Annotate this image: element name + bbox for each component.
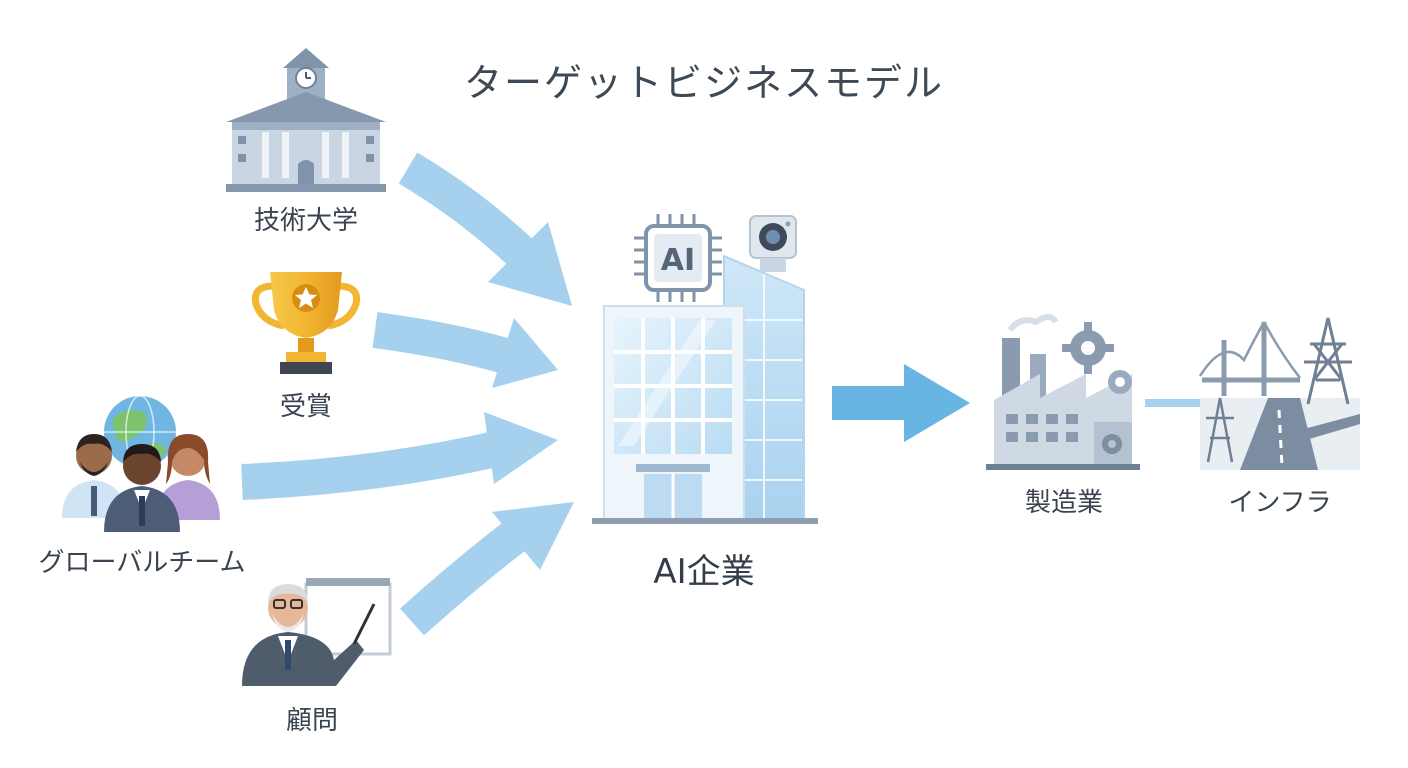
university-building-icon [226, 48, 386, 192]
arrow-team-to-company [241, 412, 558, 500]
arrow-university-to-company [398, 152, 572, 306]
infrastructure-icon [1198, 317, 1360, 470]
arrow-award-to-company [372, 312, 558, 388]
arrow-advisor-to-company [399, 502, 574, 636]
factory-icon [986, 314, 1140, 470]
award-label: 受賞 [279, 392, 333, 422]
global-team-label: グローバルチーム [38, 548, 246, 578]
ai-company-building-icon: AI [592, 214, 818, 524]
trophy-icon [251, 272, 361, 374]
ai-chip-icon: AI [634, 214, 722, 302]
manufacturing-label: 製造業 [1024, 488, 1104, 518]
global-team-icon [62, 395, 220, 532]
advisor-label: 顧問 [285, 706, 339, 736]
ai-company-label: AI企業 [653, 552, 755, 592]
camera-icon [749, 215, 797, 272]
infrastructure-label: インフラ [1228, 488, 1332, 518]
svg-text:AI: AI [661, 243, 695, 278]
arrow-company-to-industry [832, 364, 970, 442]
tech-university-label: 技術大学 [253, 206, 359, 236]
advisor-presenter-icon [242, 578, 392, 686]
diagram-title: ターゲットビジネスモデル [463, 61, 945, 105]
